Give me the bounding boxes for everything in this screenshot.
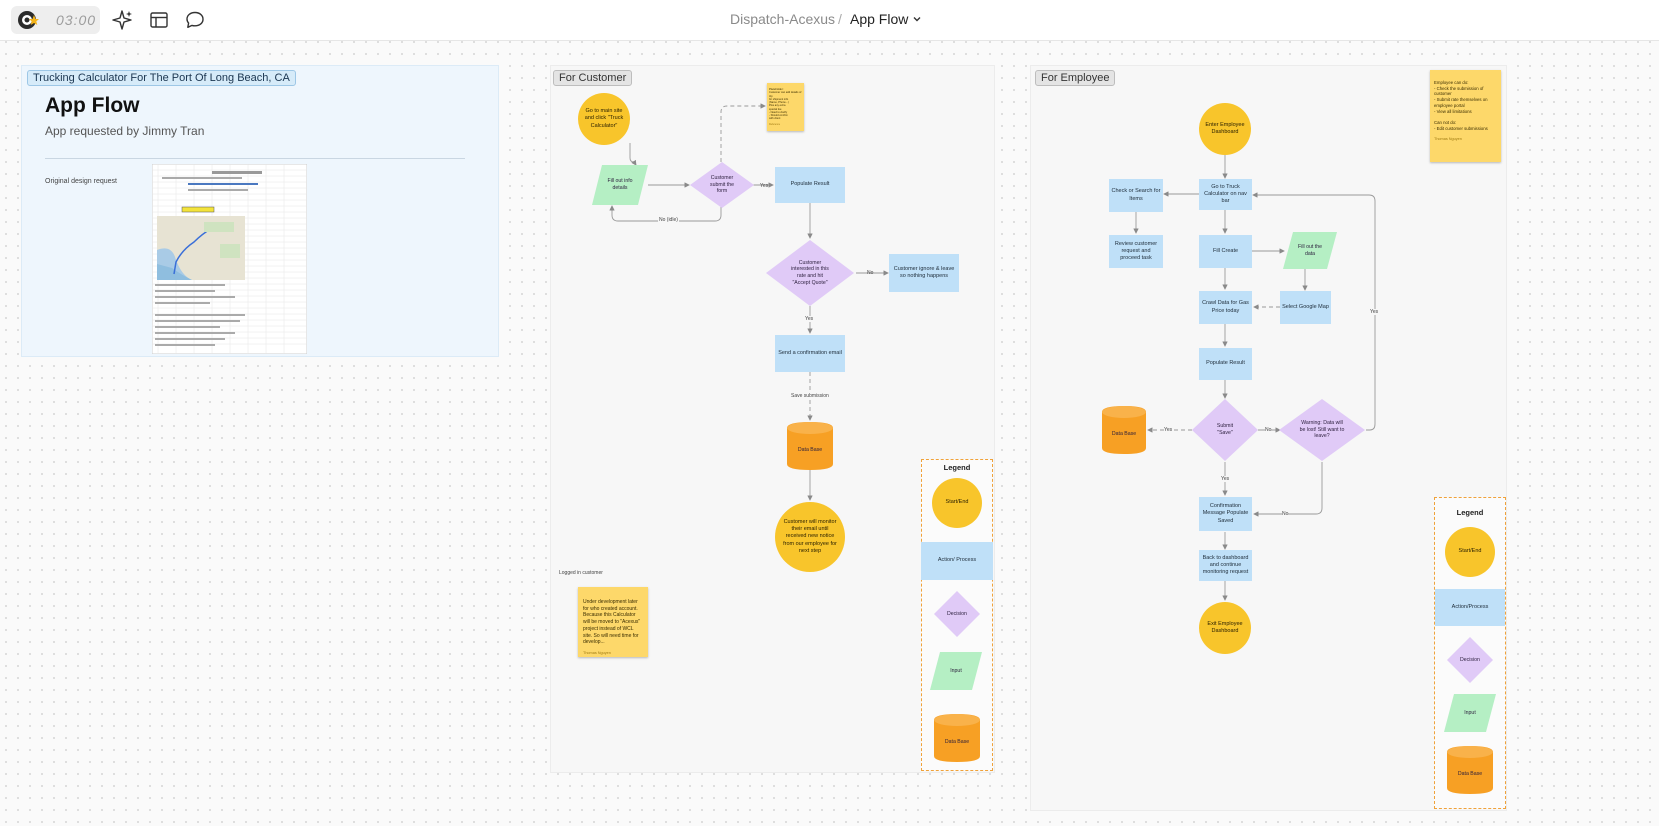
session-timer: 03:00: [56, 12, 97, 28]
customer-start-node[interactable]: Go to main site and click "Truck Calcula…: [578, 93, 630, 145]
customer-fill-info-input[interactable]: Fill out info details: [592, 165, 648, 205]
customer-legend-database: Data Base: [934, 714, 980, 762]
customer-fill-info-text: Fill out info details: [607, 178, 633, 191]
employee-populate-result[interactable]: Populate Result: [1199, 348, 1252, 380]
design-request-label: Original design request: [45, 178, 117, 185]
employee-yes-db-label: Yes: [1164, 427, 1173, 433]
customer-logged-in-label: Logged in customer: [559, 570, 603, 576]
employee-crawl-gas[interactable]: Crawl Data for Gas Price today: [1199, 291, 1252, 324]
employee-legend-input: Input: [1444, 694, 1496, 732]
page-subtitle: App requested by Jimmy Tran: [45, 124, 205, 138]
customer-save-label: Save submission: [790, 393, 830, 399]
employee-check-search[interactable]: Check or Search for Items: [1109, 179, 1163, 212]
customer-legend-title: Legend: [943, 463, 971, 472]
employee-legend-database-text: Data Base: [1457, 770, 1483, 777]
customer-no-label-2: No: [867, 270, 874, 276]
customer-yes-label-1: Yes: [760, 183, 769, 189]
customer-legend-decision: Decision: [934, 591, 980, 637]
customer-legend-start-end: Start/End: [932, 478, 982, 528]
breadcrumb-project[interactable]: Dispatch-Acexus: [730, 11, 836, 27]
customer-yes-label-2: Yes: [805, 316, 814, 322]
customer-sticky-note[interactable]: Under development later for who created …: [578, 587, 648, 657]
employee-database-text: Data Base: [1111, 430, 1137, 437]
employee-yes-loop-label: Yes: [1370, 309, 1379, 315]
app-logo-icon: [18, 11, 39, 29]
employee-fill-data-input[interactable]: Fill out the data: [1283, 232, 1337, 269]
employee-warning-text: Warning: Data will be lost! Still want t…: [1299, 419, 1345, 440]
employee-legend-title: Legend: [1456, 508, 1484, 517]
employee-end-node[interactable]: Exit Employee Dashboard: [1199, 602, 1251, 654]
employee-sticky-author: Thomas Nguyen: [1434, 136, 1462, 141]
employee-legend-input-text: Input: [1464, 709, 1476, 716]
employee-sticky-note[interactable]: Employee can do: - Check the submission …: [1430, 70, 1501, 162]
employee-warning-decision[interactable]: Warning: Data will be lost! Still want t…: [1279, 399, 1365, 461]
customer-no-idle-label: No (idle): [658, 217, 679, 223]
employee-yes-down-label: Yes: [1221, 476, 1230, 482]
employee-submit-text: Submit "Save": [1216, 423, 1234, 436]
employee-confirmation[interactable]: Confirmation Message Populate Saved: [1199, 497, 1252, 531]
customer-populate-result[interactable]: Populate Result: [775, 167, 845, 203]
customer-legend-input: Input: [930, 652, 982, 690]
employee-no-back-label: No: [1282, 511, 1289, 517]
customer-sticky-small-text: Placeholder: Customer can add details of…: [769, 88, 802, 121]
page-title: App Flow: [45, 94, 140, 117]
customer-interested-decision[interactable]: Customer interested in this rate and hit…: [766, 240, 854, 306]
customer-end-node[interactable]: Customer will monitor their email until …: [775, 502, 845, 572]
overview-frame-label[interactable]: Trucking Calculator For The Port Of Long…: [27, 70, 296, 86]
customer-legend-action: Action/ Process: [921, 542, 993, 580]
top-toolbar: 03:00 Dispatch-Acexus / App Flow: [0, 0, 1659, 41]
customer-database[interactable]: Data Base: [787, 422, 833, 470]
comment-icon[interactable]: [184, 9, 206, 31]
employee-legend-database: Data Base: [1447, 746, 1493, 794]
customer-legend-decision-text: Decision: [947, 610, 967, 617]
employee-database[interactable]: Data Base: [1102, 406, 1146, 454]
layout-icon[interactable]: [148, 9, 170, 31]
customer-frame-label[interactable]: For Customer: [553, 70, 633, 86]
customer-submit-decision[interactable]: Customer submit the form: [690, 162, 754, 208]
employee-fill-data-text: Fill out the data: [1298, 243, 1322, 257]
employee-sticky-text: Employee can do: - Check the submission …: [1434, 79, 1488, 132]
employee-review-request[interactable]: Review customer request and proceed task: [1109, 235, 1163, 268]
design-request-thumbnail[interactable]: [152, 164, 307, 354]
customer-interested-text: Customer interested in this rate and hit…: [791, 259, 829, 286]
customer-sticky-note-small[interactable]: Placeholder: Customer can add details of…: [767, 83, 804, 131]
timer-chip[interactable]: 03:00: [11, 6, 100, 34]
employee-back-dashboard[interactable]: Back to dashboard and continue monitorin…: [1199, 550, 1252, 581]
breadcrumb-separator: /: [838, 11, 842, 27]
overview-divider: [45, 158, 465, 159]
employee-goto-calculator[interactable]: Go to Truck Calculator on nav bar: [1199, 179, 1252, 210]
customer-submit-text: Customer submit the form: [710, 174, 734, 195]
employee-frame-label[interactable]: For Employee: [1035, 70, 1116, 86]
employee-legend-start-end: Start/End: [1445, 527, 1495, 577]
employee-fill-create[interactable]: Fill Create: [1199, 235, 1252, 268]
ai-sparkle-icon[interactable]: [112, 9, 134, 31]
customer-sticky-small-author: Reference: [769, 122, 781, 126]
employee-no-warn-label: No: [1265, 427, 1272, 433]
chevron-down-icon[interactable]: [911, 13, 923, 25]
customer-ignore-node[interactable]: Customer ignore & leave so nothing happe…: [889, 254, 959, 292]
customer-legend-database-text: Data Base: [944, 738, 970, 745]
breadcrumb-page[interactable]: App Flow: [850, 11, 909, 27]
customer-legend-input-text: Input: [950, 667, 962, 674]
customer-database-text: Data Base: [797, 446, 823, 453]
employee-legend-decision-text: Decision: [1460, 656, 1480, 663]
employee-select-google-map[interactable]: Select Google Map: [1280, 291, 1331, 324]
employee-submit-decision[interactable]: Submit "Save": [1192, 399, 1258, 461]
customer-confirmation-email[interactable]: Send a confirmation email: [775, 335, 845, 372]
employee-legend-decision: Decision: [1447, 637, 1493, 683]
customer-sticky-author: Thomas Nguyen: [583, 651, 611, 655]
employee-start-node[interactable]: Enter Employee Dashboard: [1199, 103, 1251, 155]
employee-legend-action: Action/Process: [1435, 589, 1505, 626]
customer-sticky-text: Under development later for who created …: [583, 598, 641, 646]
